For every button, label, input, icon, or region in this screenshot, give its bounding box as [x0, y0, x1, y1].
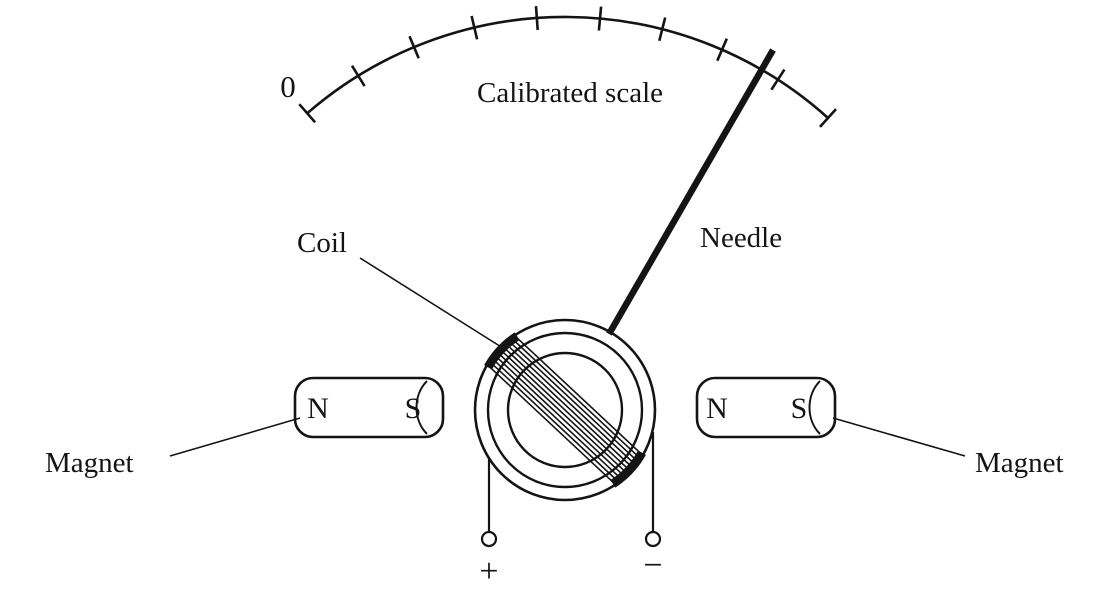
scale-tick	[770, 68, 786, 91]
coil-label: Coil	[297, 227, 347, 259]
right-magnet-leader-line	[832, 417, 966, 457]
right-magnet-cap-rim	[808, 380, 821, 435]
scale-tick	[658, 17, 667, 42]
right-magnet-s-label: S	[791, 392, 808, 425]
scale-tick	[534, 6, 539, 31]
right-magnet-n-label: N	[706, 392, 728, 425]
left-terminal-circle	[480, 530, 498, 548]
coil-leader-line	[359, 257, 507, 351]
coil-outer-circle	[473, 318, 657, 502]
calibrated-scale-label: Calibrated scale	[477, 77, 663, 109]
left-magnet-s-label: S	[405, 392, 422, 425]
scale-tick	[716, 38, 728, 62]
right-magnet-body	[695, 376, 837, 439]
needle-line	[606, 48, 776, 336]
needle-label: Needle	[700, 222, 782, 254]
coil-winding-band-upper	[484, 332, 520, 370]
left-magnet-leader-line	[169, 417, 301, 457]
scale-tick	[298, 103, 317, 124]
coil-winding-band-lower	[610, 450, 646, 488]
left-magnet-cap-rim	[415, 380, 428, 435]
left-magnet-label: Magnet	[45, 447, 134, 479]
coil-middle-circle	[486, 331, 644, 489]
coil-winding-hatch	[481, 330, 649, 490]
left-magnet-n-label: N	[307, 392, 329, 425]
scale-tick	[408, 35, 420, 59]
right-terminal-circle	[644, 530, 662, 548]
coil-inner-circle	[506, 351, 624, 469]
positive-terminal-label: +	[479, 553, 498, 590]
scale-tick	[597, 6, 603, 31]
left-magnet-body	[293, 376, 445, 439]
scale-tick-group	[298, 6, 837, 128]
scale-tick	[819, 108, 837, 128]
right-magnet-label: Magnet	[975, 447, 1064, 479]
scale-tick	[350, 65, 366, 87]
negative-terminal-label: −	[643, 547, 662, 584]
scale-zero-label: 0	[280, 69, 296, 104]
scale-tick	[470, 15, 479, 40]
